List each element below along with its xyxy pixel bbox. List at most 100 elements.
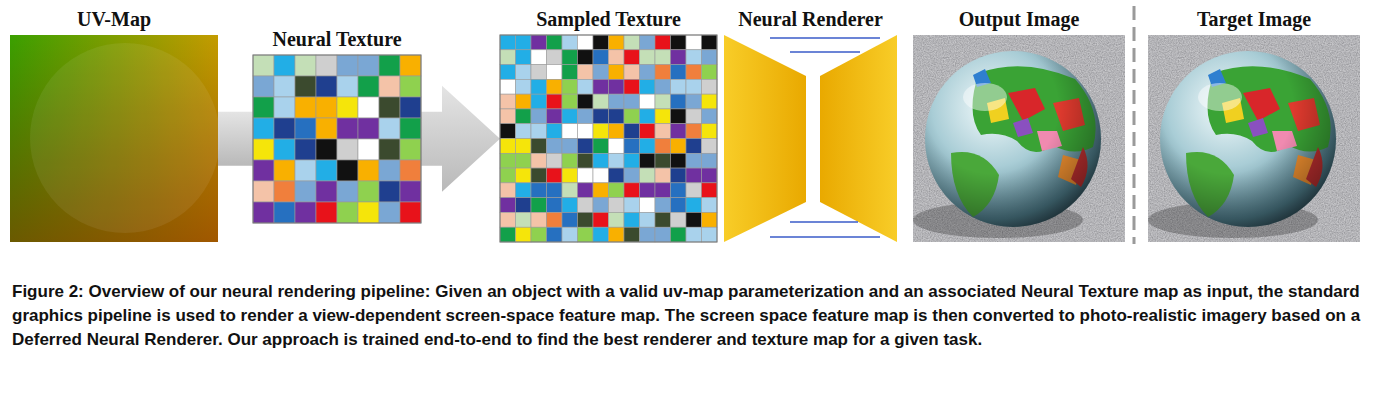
texture-cell (624, 65, 640, 80)
texture-cell (640, 227, 656, 242)
texture-cell (578, 183, 594, 198)
texture-cell (531, 124, 547, 139)
renderer-shape (724, 35, 897, 242)
texture-cell (562, 65, 578, 80)
texture-cell (702, 168, 718, 183)
texture-cell (609, 35, 625, 50)
texture-cell (686, 109, 702, 124)
texture-cell (547, 65, 563, 80)
texture-cell (531, 212, 547, 227)
texture-cell (593, 183, 609, 198)
texture-cell (562, 109, 578, 124)
texture-cell (400, 118, 421, 139)
texture-cell (516, 65, 532, 80)
texture-cell (578, 50, 594, 65)
texture-cell (702, 227, 718, 242)
texture-cell (295, 76, 316, 97)
texture-cell (671, 153, 687, 168)
texture-cell (593, 227, 609, 242)
texture-cell (609, 94, 625, 109)
texture-cell (379, 97, 400, 118)
texture-cell (253, 202, 274, 223)
neural-renderer-panel: Neural Renderer (724, 35, 897, 242)
texture-cell (500, 35, 516, 50)
texture-cell (531, 139, 547, 154)
texture-cell (686, 212, 702, 227)
grid-border (500, 35, 717, 242)
texture-cell (379, 118, 400, 139)
texture-cell (640, 109, 656, 124)
texture-cell (702, 212, 718, 227)
texture-cell (593, 153, 609, 168)
texture-cell (316, 118, 337, 139)
texture-cell (609, 227, 625, 242)
texture-cell (624, 50, 640, 65)
texture-cell (562, 168, 578, 183)
texture-cell (358, 55, 379, 76)
texture-cell (655, 94, 671, 109)
texture-cell (547, 198, 563, 213)
texture-cell (702, 139, 718, 154)
texture-cell (655, 50, 671, 65)
neural-texture-grid (253, 55, 421, 223)
texture-cell (379, 55, 400, 76)
texture-cell (316, 55, 337, 76)
texture-cell (400, 76, 421, 97)
texture-cell (516, 198, 532, 213)
texture-cell (671, 50, 687, 65)
texture-cell (500, 153, 516, 168)
texture-cell (337, 76, 358, 97)
texture-cell (400, 181, 421, 202)
texture-cell (547, 183, 563, 198)
texture-cell (671, 35, 687, 50)
texture-cell (500, 65, 516, 80)
texture-cell (640, 79, 656, 94)
panel-heading: Neural Texture (272, 27, 401, 51)
texture-cell (516, 153, 532, 168)
texture-cell (624, 183, 640, 198)
texture-cell (686, 183, 702, 198)
panel-heading: Target Image (1197, 7, 1311, 31)
texture-cell (547, 79, 563, 94)
texture-cell (624, 212, 640, 227)
texture-cell (640, 139, 656, 154)
texture-cell (686, 79, 702, 94)
texture-cell (609, 124, 625, 139)
texture-cell (295, 202, 316, 223)
texture-cell (562, 35, 578, 50)
texture-cell (702, 124, 718, 139)
texture-cell (702, 153, 718, 168)
texture-cell (531, 227, 547, 242)
texture-cell (640, 50, 656, 65)
texture-cell (500, 139, 516, 154)
texture-cell (624, 79, 640, 94)
texture-cell (624, 109, 640, 124)
texture-cell (686, 94, 702, 109)
texture-cell (578, 35, 594, 50)
block-arrow (421, 86, 500, 192)
texture-cell (547, 212, 563, 227)
texture-cell (624, 198, 640, 213)
texture-cell (400, 202, 421, 223)
texture-cell (702, 183, 718, 198)
texture-cell (686, 124, 702, 139)
texture-cell (316, 76, 337, 97)
texture-cell (686, 168, 702, 183)
texture-cell (253, 76, 274, 97)
texture-cell (516, 94, 532, 109)
texture-cell (500, 183, 516, 198)
texture-cell (671, 139, 687, 154)
texture-cell (547, 227, 563, 242)
panel-heading: Sampled Texture (536, 7, 681, 31)
texture-cell (316, 181, 337, 202)
texture-cell (337, 55, 358, 76)
texture-cell (400, 97, 421, 118)
texture-cell (671, 124, 687, 139)
texture-cell (609, 168, 625, 183)
texture-cell (562, 124, 578, 139)
texture-cell (274, 118, 295, 139)
texture-cell (295, 181, 316, 202)
block-arrow (218, 112, 253, 166)
texture-cell (316, 139, 337, 160)
texture-cell (593, 212, 609, 227)
